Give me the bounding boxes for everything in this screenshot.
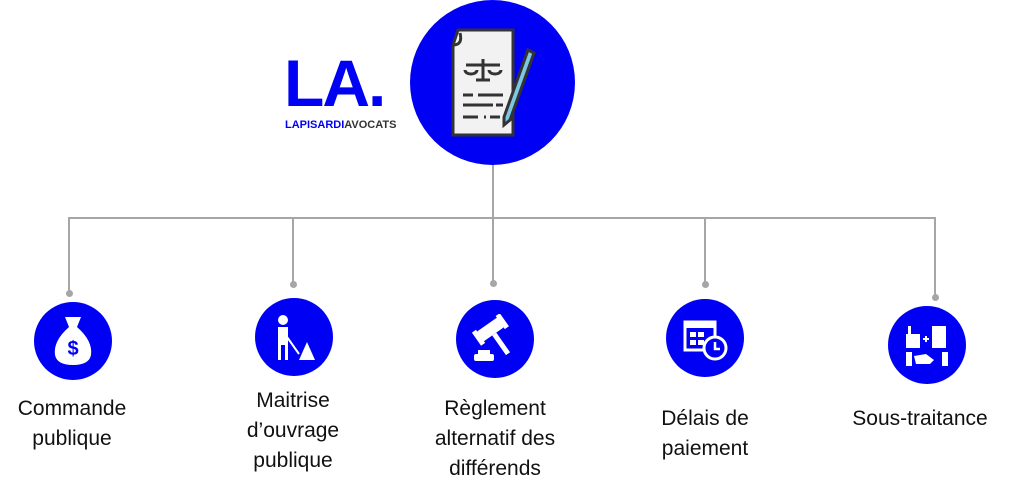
gavel-icon bbox=[471, 314, 511, 361]
label-line: alternatif des bbox=[434, 427, 556, 450]
label-line: d’ouvrage bbox=[246, 419, 340, 442]
connector-dot bbox=[66, 290, 73, 297]
root-connector bbox=[492, 165, 494, 218]
logo-name: LAPISARDIAVOCATS bbox=[285, 119, 396, 131]
node-commande-publique: $ bbox=[34, 302, 112, 380]
connector-dot bbox=[490, 280, 497, 287]
label-line: Commande bbox=[17, 397, 127, 420]
buildings-handshake-icon bbox=[906, 326, 948, 366]
child-connector bbox=[68, 217, 70, 293]
label-commande-publique: Commande publique bbox=[0, 394, 172, 454]
label-line: différends bbox=[449, 457, 541, 480]
label-line: Règlement bbox=[444, 397, 546, 420]
connector-dot bbox=[702, 281, 709, 288]
child-connector bbox=[292, 217, 294, 283]
label-line: paiement bbox=[661, 437, 749, 460]
label-line: publique bbox=[32, 427, 112, 450]
connector-dot bbox=[932, 294, 939, 301]
node-reglement-differends bbox=[456, 300, 534, 378]
money-bag-icon: $ bbox=[54, 317, 92, 365]
label-line: Sous-traitance bbox=[852, 407, 988, 430]
child-connector bbox=[934, 217, 936, 295]
horizontal-connector bbox=[68, 217, 936, 219]
label-sous-traitance: Sous-traitance bbox=[820, 404, 1020, 434]
construction-worker-icon bbox=[278, 315, 315, 360]
node-delais-paiement bbox=[666, 299, 744, 377]
label-maitrise-ouvrage: Maitrise d’ouvrage publique bbox=[193, 386, 393, 476]
node-maitrise-ouvrage bbox=[255, 298, 333, 376]
logo-name-part1: LAPISARDI bbox=[285, 119, 345, 131]
child-connector bbox=[704, 217, 706, 283]
child-connector bbox=[492, 217, 494, 283]
label-reglement-differends: Règlement alternatif des différends bbox=[395, 394, 595, 484]
label-line: Maitrise bbox=[256, 389, 330, 412]
logo-name-part2: AVOCATS bbox=[344, 119, 397, 131]
node-sous-traitance bbox=[888, 306, 966, 384]
calendar-clock-icon bbox=[683, 320, 728, 361]
logo-mark: LA. bbox=[284, 46, 386, 120]
label-delais-paiement: Délais de paiement bbox=[605, 404, 805, 464]
connector-dot bbox=[290, 281, 297, 288]
label-line: Délais de bbox=[661, 407, 749, 430]
legal-document-icon bbox=[451, 28, 536, 137]
root-node bbox=[410, 0, 575, 165]
label-line: publique bbox=[253, 449, 333, 472]
svg-text:$: $ bbox=[67, 338, 78, 360]
